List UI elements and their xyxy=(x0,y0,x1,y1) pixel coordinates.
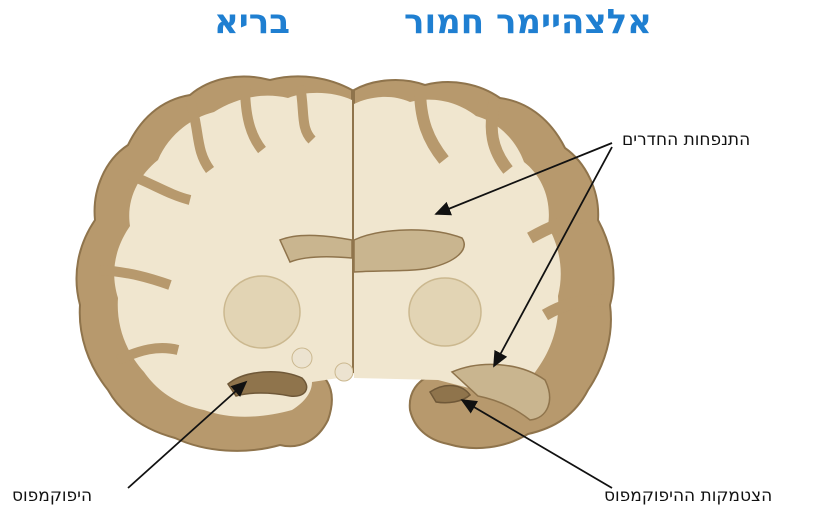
hippocampal-atrophy-label: הצטמקות ההיפוקמפוס xyxy=(604,486,772,506)
alzheimers-hemisphere xyxy=(354,80,614,448)
hippocampus-label: היפוקמפוס xyxy=(12,486,92,506)
healthy-hemisphere xyxy=(76,76,353,451)
ventricles-label: התנפחות החדרים xyxy=(622,130,750,150)
